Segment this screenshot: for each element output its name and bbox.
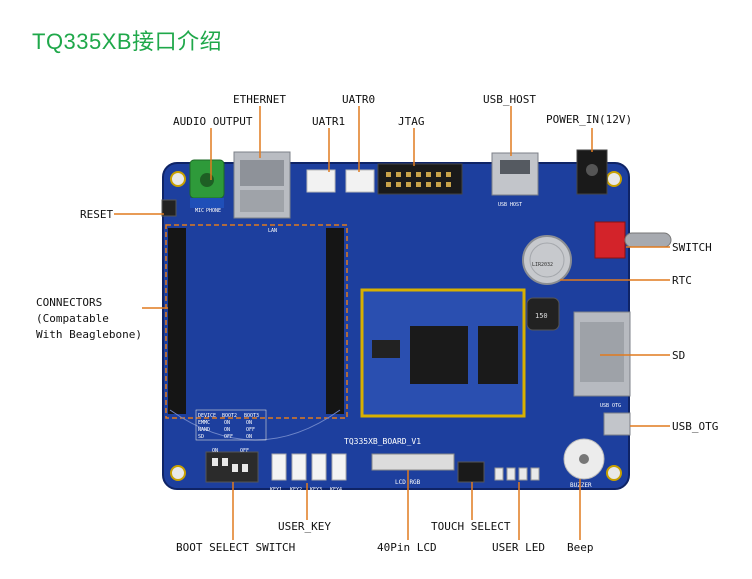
label-user-led: USER LED [492,541,545,554]
svg-text:EMMC: EMMC [198,420,210,426]
key2-silk: KEY2 [290,487,302,493]
key1-silk: KEY1 [270,487,282,493]
svg-text:BOOT3: BOOT3 [244,413,259,419]
user-key-3 [311,453,327,481]
svg-text:ON: ON [224,420,230,426]
label-uatr1: UATR1 [312,115,346,128]
board-name-silk: TQ335XB_BOARD_V1 [344,437,421,446]
key4-silk: KEY4 [330,487,342,493]
label-audio-output: AUDIO OUTPUT [173,115,253,128]
label-40pin-lcd: 40Pin LCD [377,541,437,554]
svg-text:DEVICE: DEVICE [198,413,216,419]
svg-text:ON: ON [246,420,252,426]
boot-table: DEVICE BOOT2 BOOT3 EMMC ON ON NAND ON OF… [195,409,267,441]
svg-text:ON: ON [246,434,252,440]
rtc-coin-silk: LIR2032 [532,262,553,268]
label-ethernet: ETHERNET [233,93,286,106]
buzzer-silk: BUZZER [570,482,592,489]
svg-text:OFF: OFF [224,434,233,440]
phone-silk: PHONE [206,208,221,214]
svg-text:SD: SD [198,434,204,440]
svg-text:BOOT2: BOOT2 [222,413,237,419]
label-connectors-3: With Beaglebone) [36,328,142,341]
usb-host-silk: USB HOST [498,202,522,208]
usb-otg-silk: USB OTG [600,403,621,409]
boot-off-silk: OFF [240,448,249,454]
ddr-chip [478,326,518,384]
connector-left [168,228,186,414]
boot-on-silk: ON [212,448,218,454]
label-power-in: POWER_IN(12V) [546,113,633,126]
connectors-outline [165,224,348,419]
svg-text:OFF: OFF [246,427,255,433]
label-touch-select: TOUCH SELECT [431,520,511,533]
uart0-connector [345,169,375,193]
label-jtag: JTAG [398,115,425,128]
label-uatr0: UATR0 [342,93,376,106]
connector-right [326,228,344,414]
touch-select-jumper [457,461,485,483]
uart1-connector [306,169,336,193]
mic-silk: MIC [195,208,204,214]
page-title: TQ335XB接口介绍 [32,29,223,54]
key3-silk: KEY3 [310,487,322,493]
leader-lines [114,106,670,540]
lan-silk: LAN [268,228,277,234]
reset-button [161,199,177,217]
user-key-2 [291,453,307,481]
label-connectors-1: CONNECTORS [36,296,103,309]
label-boot-select-switch: BOOT SELECT SWITCH [176,541,296,554]
user-key-4 [331,453,347,481]
svg-text:ON: ON [224,427,230,433]
jtag-header [377,163,463,195]
label-switch: SWITCH [672,241,712,254]
usb-otg-port [603,412,631,436]
label-user-key: USER_KEY [278,520,331,533]
cpu-chip [410,326,468,384]
label-connectors-2: (Compatable [36,312,109,325]
lcd-fpc-connector [371,453,455,471]
label-sd: SD [672,349,686,362]
svg-text:NAND: NAND [198,427,210,433]
label-usb-otg: USB_OTG [672,420,719,433]
inductor-silk: 150 [535,312,548,320]
power-switch [594,221,626,259]
label-beep: Beep [567,541,594,554]
label-usb-host: USB_HOST [483,93,536,106]
label-reset: RESET [80,208,114,221]
user-key-1 [271,453,287,481]
label-rtc: RTC [672,274,692,287]
